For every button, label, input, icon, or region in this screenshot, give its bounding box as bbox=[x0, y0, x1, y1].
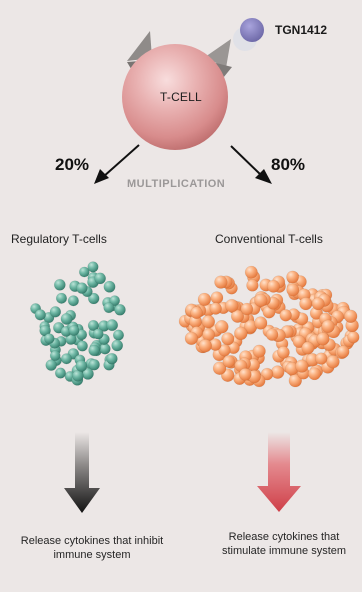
regulatory-cell bbox=[54, 367, 67, 379]
conventional-cell bbox=[218, 344, 231, 357]
left-percentage: 20% bbox=[55, 155, 90, 174]
conventional-cell bbox=[230, 309, 245, 323]
conventional-cell bbox=[295, 359, 309, 373]
conventional-cell bbox=[222, 355, 236, 368]
conventional-cell bbox=[288, 373, 302, 388]
tgn1412-molecule bbox=[233, 18, 264, 51]
conventional-cell bbox=[201, 314, 216, 329]
conventional-cell bbox=[252, 344, 266, 358]
split-arrows bbox=[94, 144, 272, 184]
conventional-cell bbox=[336, 345, 350, 359]
drug-label: TGN1412 bbox=[275, 23, 328, 37]
tcell bbox=[122, 31, 232, 150]
conventional-cell bbox=[292, 334, 306, 349]
conventional-cell bbox=[316, 332, 330, 346]
conventional-cell bbox=[210, 291, 224, 305]
conventional-cell bbox=[270, 365, 285, 379]
regulatory-cell bbox=[75, 359, 88, 372]
regulatory-cell bbox=[49, 350, 61, 362]
regulatory-cell bbox=[49, 306, 62, 318]
regulatory-cell bbox=[43, 333, 55, 344]
regulatory-cell bbox=[99, 343, 111, 355]
regulatory-cell bbox=[111, 339, 124, 352]
conventional-cell bbox=[253, 293, 268, 308]
regulatory-cell bbox=[78, 266, 90, 278]
right-effect: Release cytokines that stimulate immune … bbox=[221, 531, 347, 557]
conventional-cell bbox=[215, 319, 229, 334]
conventional-cell bbox=[307, 367, 321, 381]
conventional-cell bbox=[326, 354, 340, 369]
conventional-cell bbox=[212, 361, 227, 376]
right-percentage: 80% bbox=[271, 155, 306, 174]
conventional-cell bbox=[225, 298, 239, 313]
conventional-cell bbox=[286, 270, 299, 284]
conventional-cell bbox=[244, 265, 258, 279]
regulatory-cell bbox=[87, 319, 99, 332]
regulatory-cell bbox=[34, 309, 46, 321]
left-effect: Release cytokines that inhibit immune sy… bbox=[20, 535, 164, 561]
regulatory-cluster bbox=[30, 261, 126, 386]
regulatory-cell bbox=[114, 303, 126, 316]
tcell-label: T-CELL bbox=[160, 90, 202, 104]
conventional-cell bbox=[286, 283, 300, 297]
conventional-cluster bbox=[178, 265, 360, 388]
conventional-cell bbox=[198, 339, 213, 353]
regulatory-cell bbox=[87, 292, 100, 305]
regulatory-cell bbox=[87, 261, 99, 273]
conventional-cell bbox=[240, 302, 254, 316]
regulatory-cell bbox=[106, 352, 118, 365]
regulatory-cell bbox=[67, 295, 79, 307]
conventional-cell bbox=[190, 306, 203, 320]
conventional-cell bbox=[279, 309, 292, 322]
down-arrows bbox=[64, 432, 301, 513]
conventional-cell bbox=[254, 316, 268, 330]
conventional-cell bbox=[344, 309, 358, 323]
conventional-cell bbox=[347, 331, 360, 344]
regulatory-cell bbox=[76, 282, 88, 294]
conventional-cell bbox=[260, 367, 274, 381]
multiplication-label: MULTIPLICATION bbox=[127, 178, 226, 190]
regulatory-cell bbox=[88, 358, 100, 371]
regulatory-cell bbox=[92, 328, 104, 340]
conventional-cell bbox=[246, 279, 259, 292]
conventional-cell bbox=[276, 345, 290, 359]
conventional-cell bbox=[321, 319, 335, 333]
conventional-cell bbox=[265, 328, 279, 341]
conventional-cell bbox=[311, 297, 325, 311]
regulatory-cell bbox=[94, 272, 106, 285]
conventional-cell bbox=[301, 341, 315, 355]
conventional-cell bbox=[299, 297, 313, 311]
regulatory-cell bbox=[112, 329, 125, 341]
regulatory-cell bbox=[60, 353, 73, 365]
regulatory-cell bbox=[55, 292, 68, 304]
regulatory-cell bbox=[88, 344, 100, 357]
regulatory-cell bbox=[68, 324, 80, 336]
regulatory-cell bbox=[103, 280, 116, 293]
conventional-cell bbox=[234, 326, 248, 341]
regulatory-title: Regulatory T-cells bbox=[11, 232, 107, 246]
regulatory-cell bbox=[60, 312, 73, 325]
conventional-cell bbox=[266, 279, 280, 293]
regulatory-cell bbox=[103, 302, 115, 314]
conventional-title: Conventional T-cells bbox=[215, 232, 323, 246]
regulatory-cell bbox=[106, 319, 119, 332]
regulatory-cell bbox=[45, 359, 58, 371]
conventional-cell bbox=[214, 275, 228, 289]
conventional-cell bbox=[197, 292, 212, 307]
conventional-cell bbox=[184, 331, 199, 346]
regulatory-cell bbox=[109, 295, 121, 306]
conventional-cell bbox=[315, 352, 328, 365]
conventional-cell bbox=[221, 332, 235, 346]
conventional-cell bbox=[209, 302, 222, 315]
regulatory-cell bbox=[76, 340, 88, 352]
regulatory-cell bbox=[53, 278, 66, 291]
conventional-cell bbox=[238, 367, 252, 381]
